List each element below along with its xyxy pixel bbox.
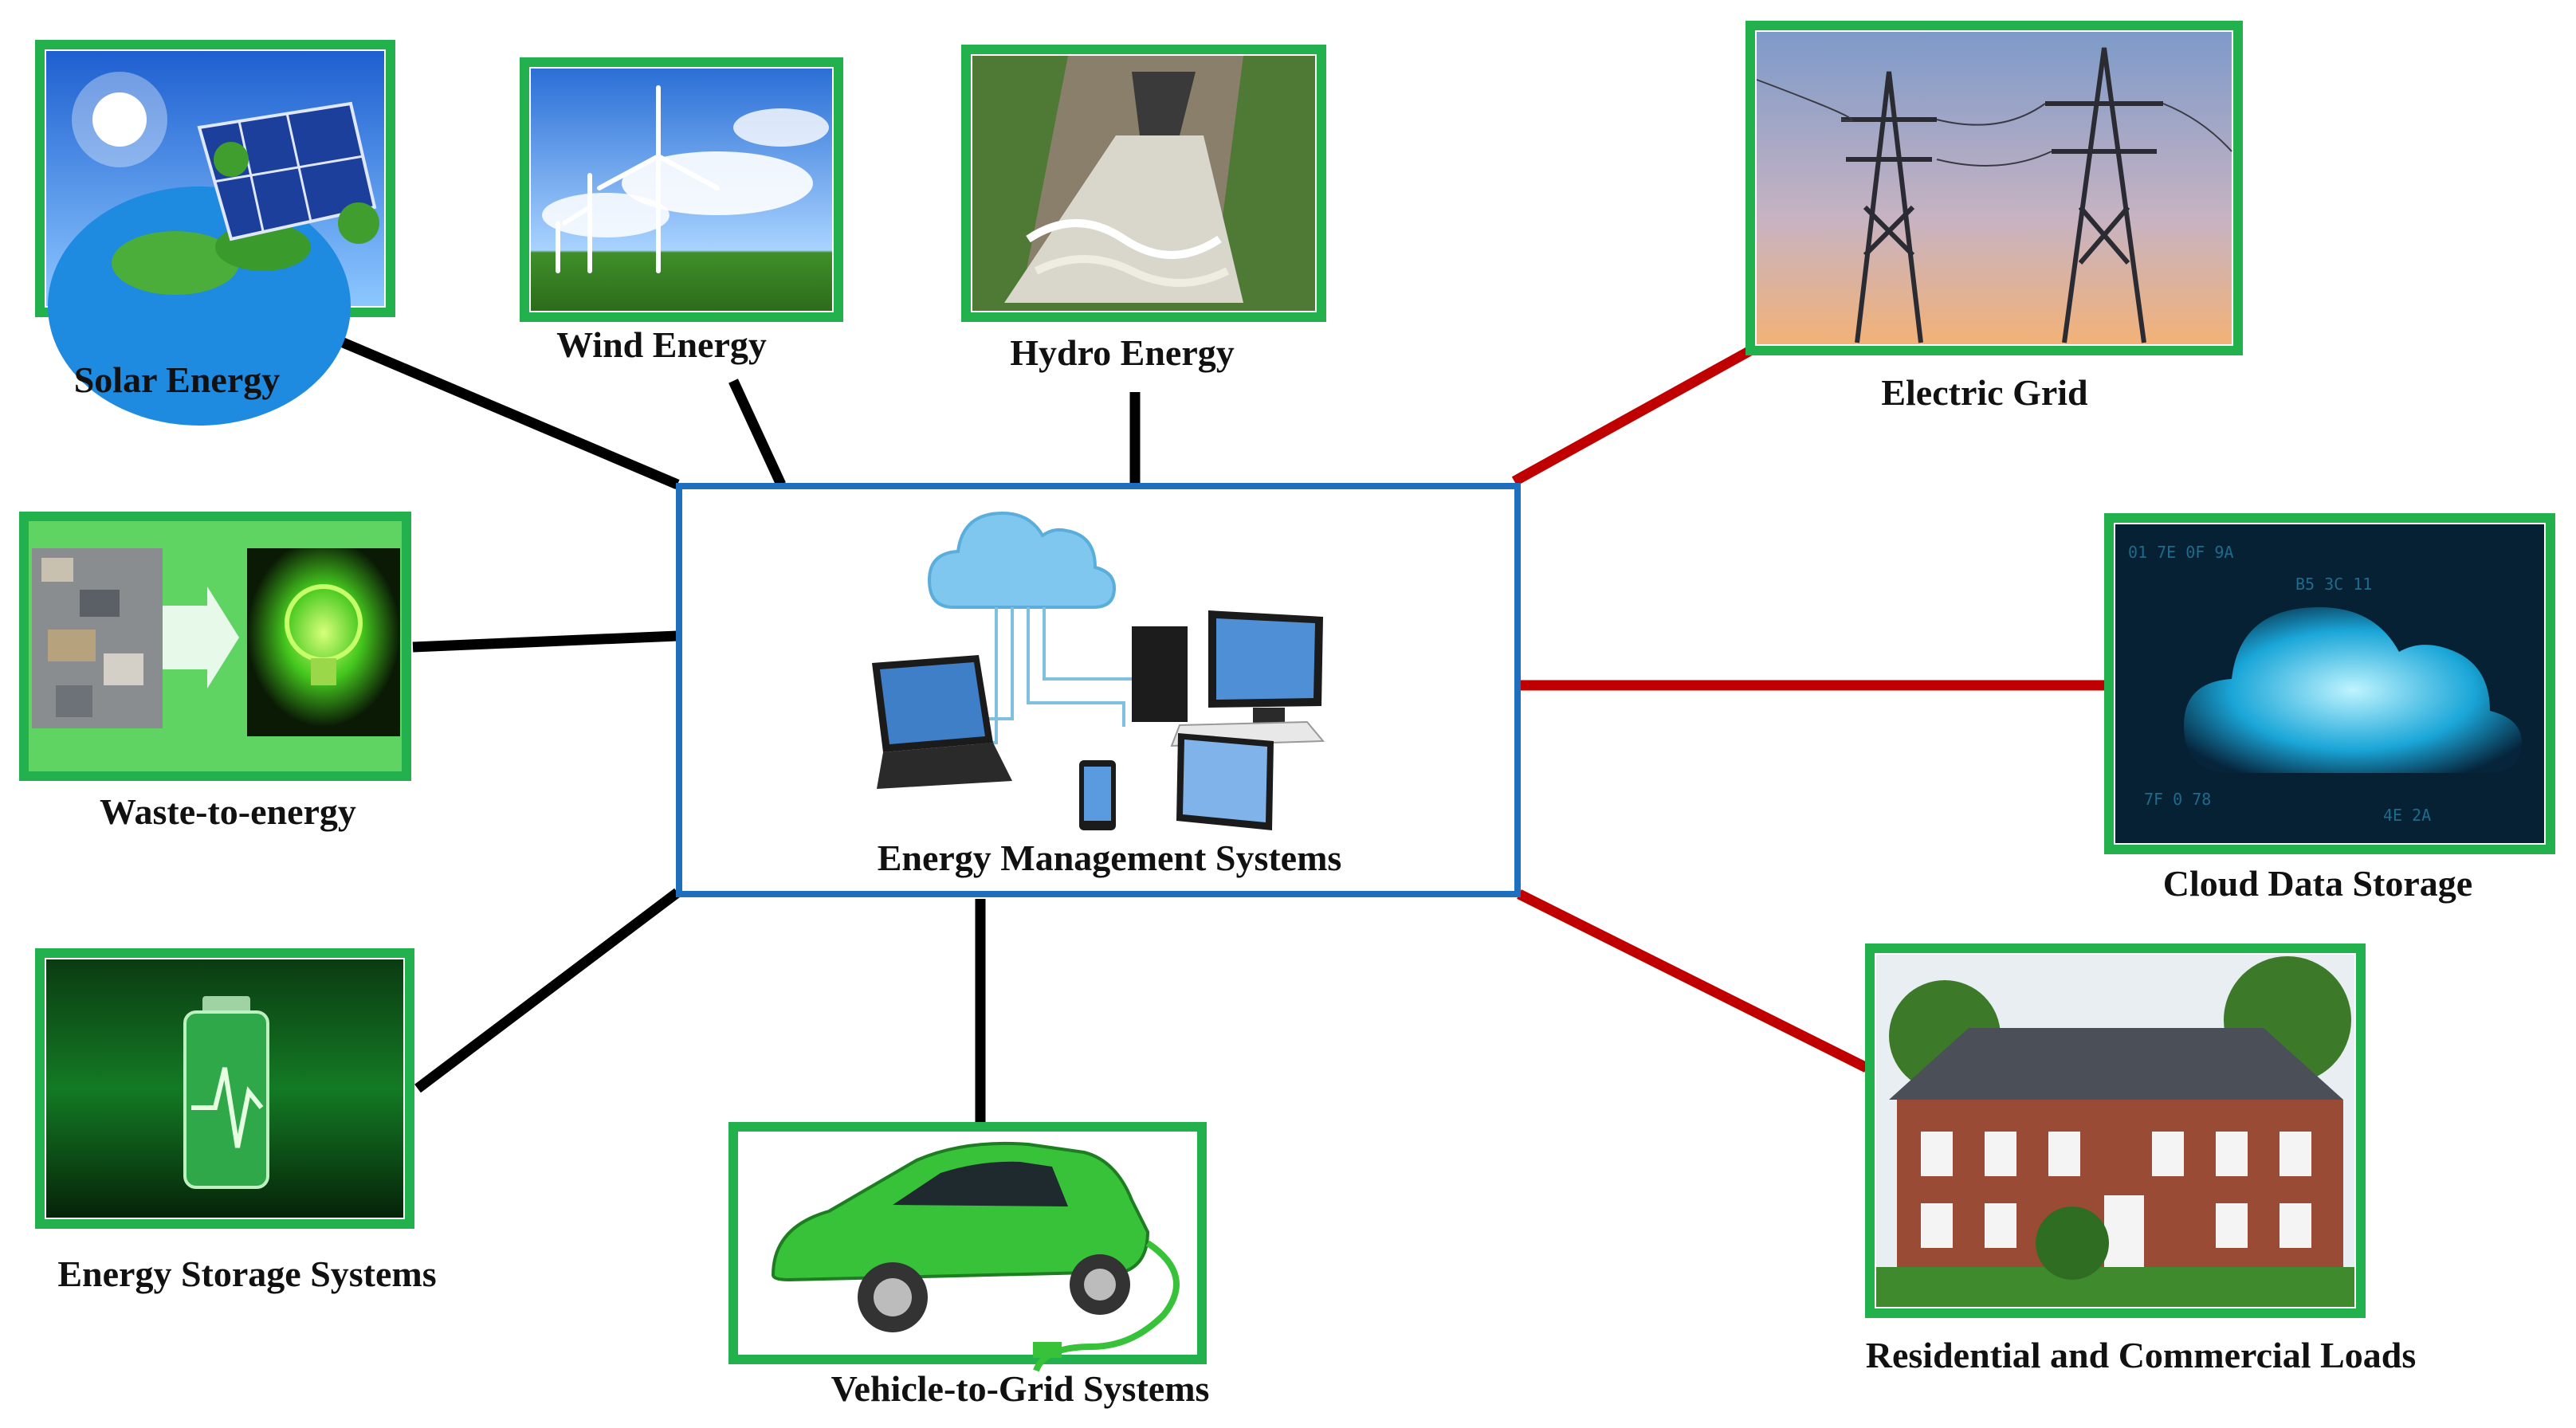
- node-grid: Electric Grid: [1745, 21, 2243, 413]
- svg-text:7F 0 78: 7F 0 78: [2144, 790, 2211, 809]
- center-node: Energy Management Systems: [676, 483, 1521, 897]
- center-label: Energy Management Systems: [878, 838, 1342, 878]
- link-storage: [414, 888, 681, 1093]
- hydro-label: Hydro Energy: [1010, 332, 1235, 373]
- link-grid: [1511, 346, 1753, 486]
- cloud-data-icon: 01 7E 0F 9A B5 3C 11 7F 0 78 4E 2A: [2115, 524, 2544, 843]
- cloud-label: Cloud Data Storage: [2163, 863, 2472, 904]
- link-loads: [1517, 889, 1869, 1073]
- source-links: [285, 314, 1141, 1125]
- link-waste: [412, 630, 678, 653]
- v2g-label: Vehicle-to-Grid Systems: [831, 1368, 1210, 1409]
- loads-label: Residential and Commercial Loads: [1866, 1335, 2416, 1375]
- wind-label: Wind Energy: [556, 324, 767, 365]
- wind-turbine-icon: [531, 69, 832, 311]
- electric-car-icon: [771, 1141, 1180, 1372]
- node-storage: Energy Storage Systems: [35, 948, 437, 1294]
- cloud-computing-devices-icon: [872, 511, 1325, 830]
- house-icon: [1876, 955, 2354, 1307]
- svg-text:4E 2A: 4E 2A: [2383, 806, 2431, 825]
- node-wind: Wind Energy: [520, 57, 843, 365]
- output-links: [1511, 346, 2106, 1073]
- waste-to-lightbulb-icon: [32, 548, 400, 736]
- svg-text:01 7E 0F 9A: 01 7E 0F 9A: [2128, 543, 2233, 562]
- node-solar: Solar Energy: [35, 40, 395, 426]
- solar-panel-globe-icon: [46, 51, 384, 426]
- node-loads: Residential and Commercial Loads: [1865, 944, 2416, 1375]
- center-frame: [676, 483, 1521, 897]
- link-solar: [285, 314, 680, 489]
- node-v2g: Vehicle-to-Grid Systems: [728, 1122, 1210, 1409]
- solar-label: Solar Energy: [74, 359, 281, 400]
- grid-label: Electric Grid: [1881, 372, 2088, 413]
- transmission-tower-icon: [1756, 32, 2232, 344]
- svg-text:B5 3C 11: B5 3C 11: [2295, 575, 2372, 594]
- node-cloud: 01 7E 0F 9A B5 3C 11 7F 0 78 4E 2A Cloud…: [2104, 513, 2555, 904]
- storage-label: Energy Storage Systems: [57, 1253, 436, 1294]
- hydro-dam-icon: [972, 56, 1315, 311]
- waste-label: Waste-to-energy: [100, 791, 356, 832]
- node-hydro: Hydro Energy: [961, 45, 1326, 373]
- battery-icon: [46, 959, 403, 1218]
- link-wind: [728, 379, 786, 487]
- node-waste: Waste-to-energy: [19, 512, 411, 832]
